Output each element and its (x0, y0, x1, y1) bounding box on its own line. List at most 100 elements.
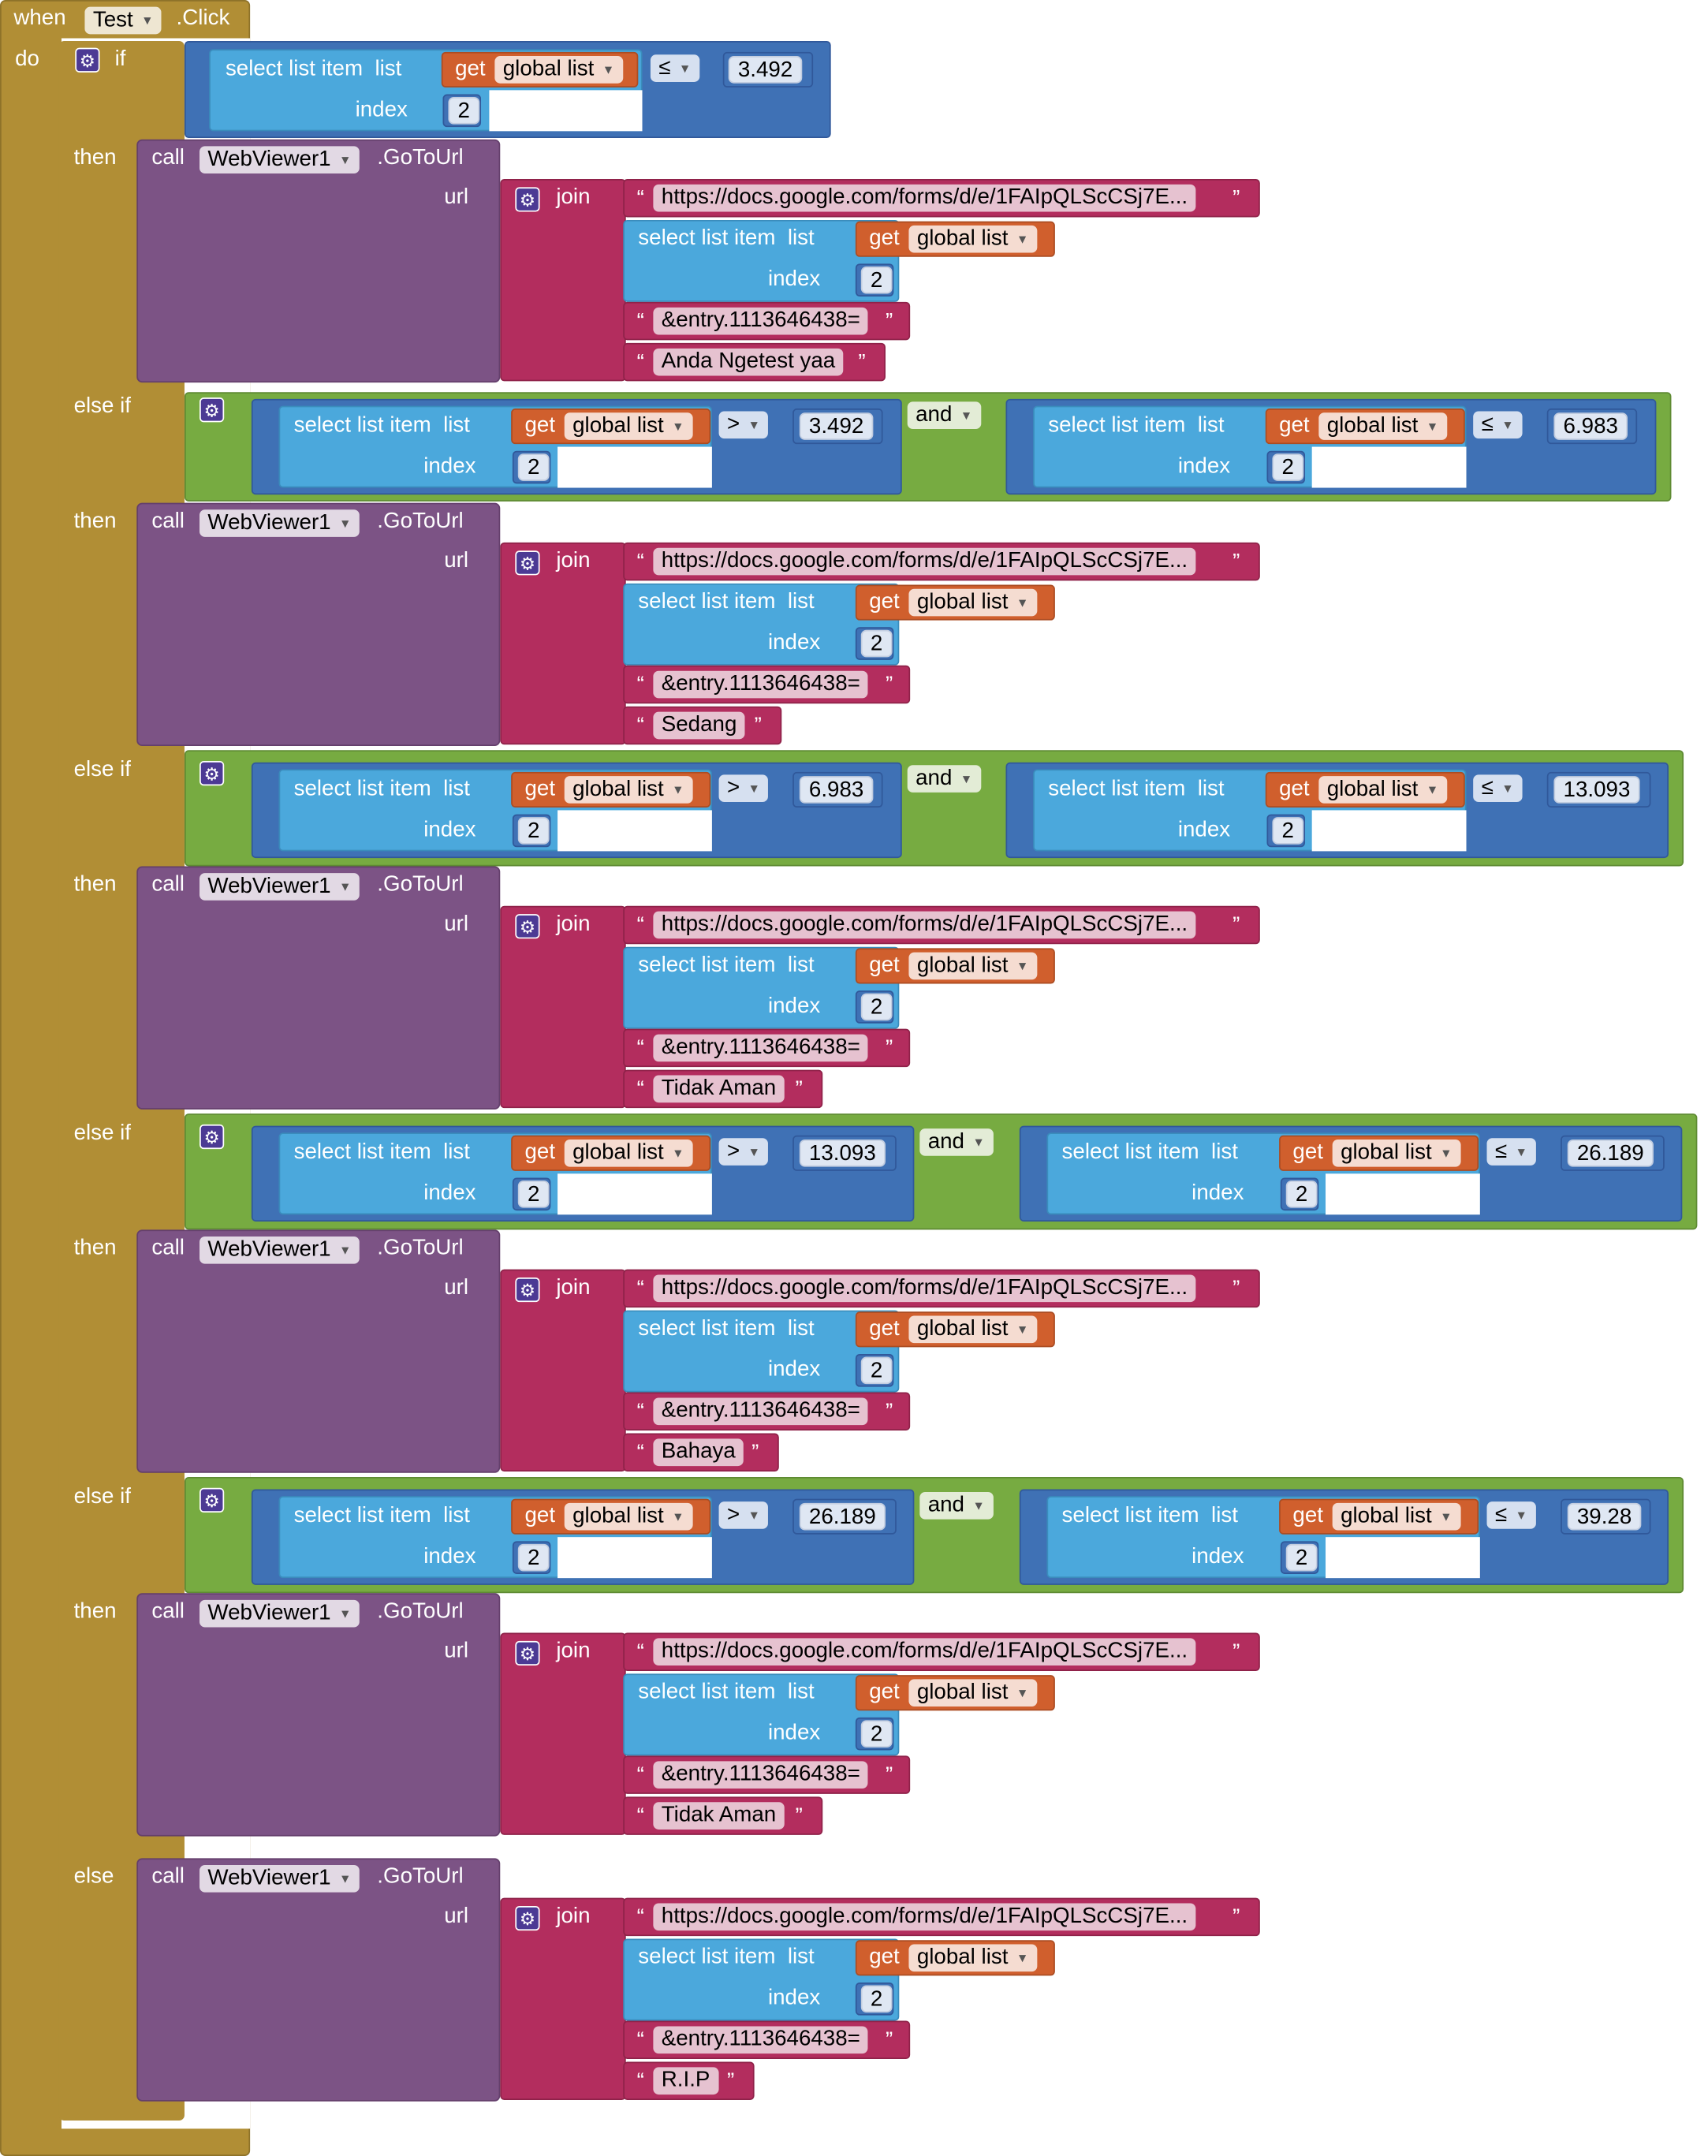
mutator-gear-icon[interactable]: ⚙ (515, 1277, 540, 1303)
threshold-number[interactable]: 39.28 (1567, 1502, 1642, 1531)
compare-operator-dropdown[interactable]: >▼ (718, 1138, 769, 1166)
index-value[interactable]: 2 (860, 629, 893, 658)
mutator-gear-icon[interactable]: ⚙ (515, 187, 540, 212)
result-text-value[interactable]: Sedang (653, 711, 745, 740)
threshold-number[interactable]: 26.189 (799, 1502, 886, 1531)
index-value[interactable]: 2 (517, 1543, 550, 1572)
compare-operator-dropdown[interactable]: >▼ (718, 774, 769, 803)
index-value[interactable]: 2 (1285, 1180, 1318, 1208)
index-value[interactable]: 2 (1285, 1543, 1318, 1572)
variable-dropdown[interactable]: global list▼ (1332, 1139, 1460, 1167)
index-value[interactable]: 2 (860, 993, 893, 1021)
result-text-value[interactable]: Bahaya (653, 1438, 744, 1467)
and-operator-dropdown[interactable]: and▼ (919, 1491, 994, 1520)
result-text-value[interactable]: R.I.P (653, 2067, 718, 2095)
join-block[interactable] (500, 1897, 626, 2101)
url-text-value[interactable]: https://docs.google.com/forms/d/e/1FAIpQ… (653, 547, 1196, 576)
mutator-gear-icon[interactable]: ⚙ (515, 1640, 540, 1666)
threshold-number[interactable]: 26.189 (1567, 1139, 1654, 1167)
index-value[interactable]: 2 (448, 97, 480, 125)
index-value[interactable]: 2 (517, 453, 550, 481)
call-webviewer-gotourl-block[interactable] (136, 502, 501, 746)
compare-operator-dropdown[interactable]: ≤▼ (1486, 1138, 1536, 1166)
variable-dropdown[interactable]: global list▼ (564, 412, 692, 440)
join-block[interactable] (500, 542, 626, 745)
index-value[interactable]: 2 (517, 1180, 550, 1208)
url-text-value[interactable]: https://docs.google.com/forms/d/e/1FAIpQ… (653, 1903, 1196, 1931)
entry-text-value[interactable]: &entry.1113646438= (653, 307, 869, 335)
threshold-number[interactable]: 6.983 (1553, 412, 1628, 440)
threshold-number[interactable]: 3.492 (799, 412, 874, 440)
mutator-gear-icon[interactable]: ⚙ (515, 550, 540, 576)
variable-dropdown[interactable]: global list▼ (908, 588, 1037, 617)
threshold-number[interactable]: 3.492 (728, 56, 803, 84)
url-text-value[interactable]: https://docs.google.com/forms/d/e/1FAIpQ… (653, 184, 1196, 212)
index-value[interactable]: 2 (860, 266, 893, 294)
mutator-gear-icon[interactable]: ⚙ (515, 914, 540, 939)
mutator-gear-icon[interactable]: ⚙ (200, 1487, 225, 1513)
join-block[interactable] (500, 1632, 626, 1835)
and-operator-dropdown[interactable]: and▼ (919, 1128, 994, 1156)
index-value[interactable]: 2 (860, 1356, 893, 1385)
index-value[interactable]: 2 (1272, 453, 1304, 481)
compare-operator-dropdown[interactable]: ≤▼ (1473, 774, 1523, 803)
variable-dropdown[interactable]: global list▼ (1318, 776, 1447, 804)
index-value[interactable]: 2 (860, 1985, 893, 2013)
select-list-item-block[interactable] (623, 583, 900, 666)
compare-operator-dropdown[interactable]: ≤▼ (1473, 411, 1523, 439)
variable-dropdown[interactable]: global list▼ (564, 1139, 692, 1167)
url-text-value[interactable]: https://docs.google.com/forms/d/e/1FAIpQ… (653, 1638, 1196, 1666)
variable-dropdown[interactable]: global list▼ (564, 776, 692, 804)
entry-text-value[interactable]: &entry.1113646438= (653, 1397, 869, 1426)
entry-text-value[interactable]: &entry.1113646438= (653, 1761, 869, 1789)
webviewer-component-dropdown[interactable]: WebViewer1▼ (200, 1864, 360, 1893)
and-operator-dropdown[interactable]: and▼ (907, 765, 981, 793)
and-operator-dropdown[interactable]: and▼ (907, 401, 981, 430)
variable-dropdown[interactable]: global list▼ (1332, 1502, 1460, 1531)
webviewer-component-dropdown[interactable]: WebViewer1▼ (200, 509, 360, 537)
call-webviewer-gotourl-block[interactable] (136, 866, 501, 1110)
mutator-gear-icon[interactable]: ⚙ (200, 1124, 225, 1150)
url-text-value[interactable]: https://docs.google.com/forms/d/e/1FAIpQ… (653, 911, 1196, 939)
threshold-number[interactable]: 13.093 (1553, 776, 1640, 804)
url-text-value[interactable]: https://docs.google.com/forms/d/e/1FAIpQ… (653, 1274, 1196, 1303)
compare-operator-dropdown[interactable]: >▼ (718, 1501, 769, 1529)
result-text-value[interactable]: Tidak Aman (653, 1075, 785, 1103)
component-dropdown[interactable]: Test▼ (84, 6, 162, 35)
call-webviewer-gotourl-block[interactable] (136, 1593, 501, 1837)
threshold-number[interactable]: 13.093 (799, 1139, 886, 1167)
call-webviewer-gotourl-block[interactable] (136, 1858, 501, 2102)
index-value[interactable]: 2 (1272, 817, 1304, 845)
webviewer-component-dropdown[interactable]: WebViewer1▼ (200, 146, 360, 174)
call-webviewer-gotourl-block[interactable] (136, 1229, 501, 1473)
join-block[interactable] (500, 1269, 626, 1472)
index-value[interactable]: 2 (860, 1720, 893, 1748)
select-list-item-block[interactable] (623, 219, 900, 302)
webviewer-component-dropdown[interactable]: WebViewer1▼ (200, 873, 360, 901)
mutator-gear-icon[interactable]: ⚙ (75, 47, 100, 73)
select-list-item-block[interactable] (623, 1310, 900, 1393)
variable-dropdown[interactable]: global list▼ (908, 1679, 1037, 1707)
join-block[interactable] (500, 905, 626, 1109)
select-list-item-block[interactable] (623, 946, 900, 1029)
entry-text-value[interactable]: &entry.1113646438= (653, 1034, 869, 1062)
variable-dropdown[interactable]: global list▼ (1318, 412, 1447, 440)
compare-operator-dropdown[interactable]: ≤▼ (650, 54, 699, 82)
result-text-value[interactable]: Tidak Aman (653, 1802, 785, 1830)
mutator-gear-icon[interactable]: ⚙ (515, 1905, 540, 1931)
select-list-item-block[interactable] (623, 1673, 900, 1756)
entry-text-value[interactable]: &entry.1113646438= (653, 670, 869, 699)
compare-operator-dropdown[interactable]: ≤▼ (1486, 1501, 1536, 1529)
variable-dropdown[interactable]: global list▼ (494, 56, 623, 84)
threshold-number[interactable]: 6.983 (799, 776, 874, 804)
variable-dropdown[interactable]: global list▼ (908, 1315, 1037, 1344)
variable-dropdown[interactable]: global list▼ (908, 952, 1037, 980)
mutator-gear-icon[interactable]: ⚙ (200, 761, 225, 786)
webviewer-component-dropdown[interactable]: WebViewer1▼ (200, 1237, 360, 1264)
result-text-value[interactable]: Anda Ngetest yaa (653, 348, 844, 376)
mutator-gear-icon[interactable]: ⚙ (200, 397, 225, 423)
entry-text-value[interactable]: &entry.1113646438= (653, 2026, 869, 2054)
webviewer-component-dropdown[interactable]: WebViewer1▼ (200, 1599, 360, 1628)
select-list-item-block[interactable] (623, 1938, 900, 2021)
compare-operator-dropdown[interactable]: >▼ (718, 411, 769, 439)
